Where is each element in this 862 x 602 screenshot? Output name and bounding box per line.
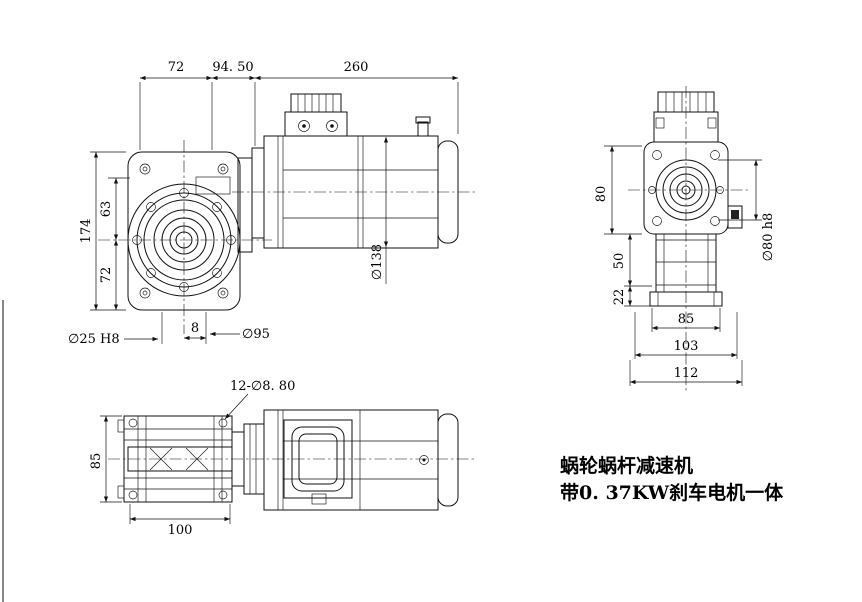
dim-label-bore: ∅25 H8 [68,332,120,347]
front-dimensions: 72 94. 50 260 174 63 72 ∅138 ∅25 H8 8 ∅9… [68,60,459,347]
center-lines-front [98,140,476,334]
nameplate [195,176,231,195]
side-body-lower [649,234,723,307]
dim-label-260: 260 [344,60,369,75]
dim-label-72-left: 72 [99,267,114,284]
brake-release-boss [727,205,743,229]
side-terminal-box [653,91,719,143]
dim-label-100: 100 [168,523,193,538]
dim-label-holes: 12-∅8. 80 [230,379,295,394]
dim-label-63: 63 [99,201,114,218]
dim-label-85-plan: 85 [89,453,104,470]
plan-motor [263,409,459,511]
input-flange-adapter [237,147,265,253]
motor-terminal-box [284,93,348,137]
front-view: 72 94. 50 260 174 63 72 ∅138 ∅25 H8 8 ∅9… [68,60,476,347]
note-line-2: 带0. 37KW刹车电机一体 [560,481,784,504]
dim-label-8: 8 [191,321,199,336]
center-lines-side [628,86,750,392]
dim-label-72-top: 72 [168,60,185,75]
side-dimensions: 80 50 22 ∅80 h8 85 103 112 [594,145,776,386]
dim-label-174: 174 [79,219,94,244]
side-flange [643,141,729,235]
gearbox-front-face [127,151,241,311]
title-notes: 蜗轮蜗杆减速机 带0. 37KW刹车电机一体 [560,454,784,504]
dim-label-dia95: ∅95 [242,327,270,342]
dim-label-103: 103 [674,339,699,354]
dim-label-dia80h8: ∅80 h8 [761,213,776,262]
motor-body-front [263,135,459,249]
plan-adapter [231,423,265,495]
dim-label-112: 112 [674,366,699,381]
dim-label-80: 80 [594,186,609,203]
dim-label-22: 22 [612,289,627,306]
plan-terminal-box [283,419,353,505]
motor-breather [415,116,431,137]
dim-label-dia138: ∅138 [370,244,385,280]
plan-dimensions: 12-∅8. 80 85 100 [89,379,295,538]
dim-label-94-50: 94. 50 [212,60,253,75]
dim-label-85-side: 85 [678,312,695,327]
side-view: 80 50 22 ∅80 h8 85 103 112 [594,86,776,392]
note-line-1: 蜗轮蜗杆减速机 [560,454,693,477]
plan-view: 12-∅8. 80 85 100 [89,379,476,538]
dim-label-50: 50 [612,253,627,270]
